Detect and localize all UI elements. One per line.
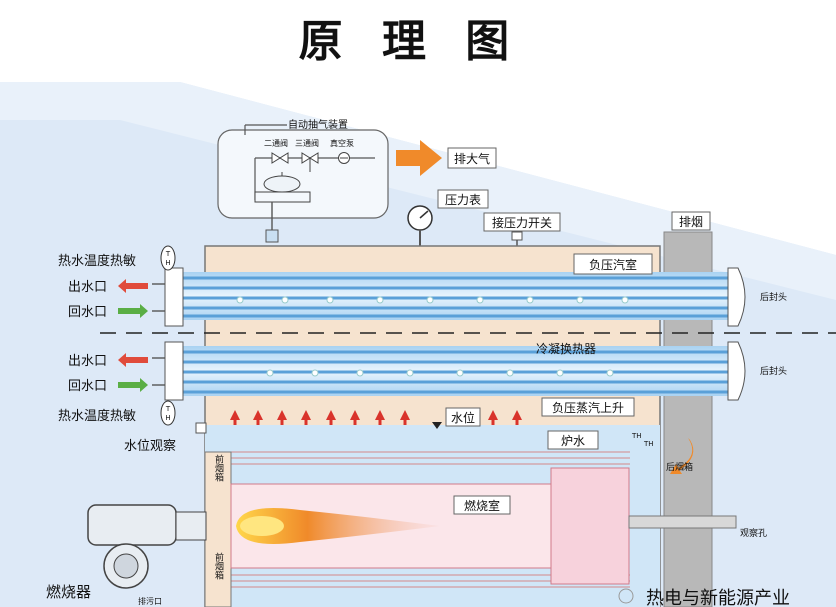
furnace-water-label: 炉水 [561, 434, 585, 448]
flame-icon [236, 508, 440, 544]
exhaust-air-box [447, 147, 497, 169]
two-way-valve-icon [271, 152, 289, 164]
rear-head-label-upper: 后封头 [760, 291, 787, 303]
hot-water-sensor-bottom-label: 热水温度热敏 [58, 408, 136, 424]
sensor-top-icon: T H [160, 245, 176, 271]
water-level-label: 水位 [451, 410, 475, 425]
outlet-2-label: 出水口 [68, 354, 107, 369]
return-1-label: 回水口 [68, 305, 107, 320]
rear-smokebox-label: 后烟箱 [666, 461, 693, 473]
tube-bundle-upper [175, 272, 735, 320]
furnace-water-box [547, 430, 599, 450]
th-small-label-1: TH [631, 432, 642, 440]
front-smokebox-bottom-label: 前烟箱 [213, 551, 224, 580]
observation-tube [628, 515, 737, 529]
svg-text:H: H [165, 259, 170, 267]
chimney-label-box [671, 211, 711, 231]
chimney-label: 排烟 [679, 215, 703, 229]
outlet-1-label: 出水口 [68, 280, 107, 295]
three-way-valve-icon [301, 152, 319, 172]
th-small-label-2: TH [643, 440, 654, 448]
return-1-arrow-icon [118, 304, 148, 318]
water-level-box [445, 407, 481, 427]
return-2-label: 回水口 [68, 379, 107, 394]
condensate-droplets [236, 296, 629, 377]
rear-head-lower [727, 341, 746, 401]
outlet-1-arrow-icon [118, 279, 148, 293]
water-level-marker-icon [432, 422, 442, 429]
rear-head-upper [727, 267, 746, 327]
pressure-switch-box [483, 212, 561, 232]
hot-water-sensor-top-label: 热水温度热敏 [58, 253, 136, 269]
three-way-valve-label: 三通阀 [295, 138, 319, 148]
exhaust-air-label: 排大气 [454, 151, 490, 166]
neg-pressure-chamber-label: 负压汽室 [589, 257, 637, 272]
watermark-text: 热电与新能源产业 [646, 588, 790, 607]
auto-exhaust-label: 自动抽气装置 [288, 118, 348, 131]
front-head-lower [164, 341, 184, 401]
burner-label: 燃烧器 [46, 583, 91, 601]
combustion-chamber-label: 燃烧室 [464, 498, 500, 513]
combustion-chamber-rear [550, 467, 630, 585]
pressure-gauge-box [437, 189, 489, 209]
burner-icon [87, 504, 207, 589]
watermark: 热电与新能源产业 [618, 588, 790, 607]
svg-text:H: H [165, 414, 170, 422]
pressure-gauge-icon [407, 205, 433, 248]
two-way-valve-label: 二通阀 [264, 138, 288, 148]
tube-bundle-lower [175, 346, 735, 396]
outlet-2-arrow-icon [118, 353, 148, 367]
port-stubs [152, 283, 165, 386]
flue-tubes-upper [210, 451, 630, 465]
rear-smokebox-arrow-icon [670, 438, 694, 474]
combustion-chamber-box [453, 495, 511, 515]
front-smokebox-top-label: 前烟箱 [213, 453, 224, 482]
observation-hole-label: 观察孔 [740, 527, 767, 539]
vacuum-pump-label: 真空泵 [330, 138, 354, 148]
steam-rise-label: 负压蒸汽上升 [552, 400, 624, 415]
steam-rise-arrows [230, 410, 522, 425]
drain-label: 排污口 [138, 596, 162, 606]
water-level-view-label: 水位观察 [124, 439, 176, 454]
separator-tank [263, 175, 301, 193]
neg-pressure-chamber-box [573, 253, 653, 275]
pressure-switch-label: 接压力开关 [492, 215, 552, 230]
return-2-arrow-icon [118, 378, 148, 392]
vacuum-pump-icon [338, 152, 350, 164]
svg-text:T: T [165, 250, 171, 258]
steam-rise-box [541, 397, 635, 417]
exhaust-arrow-icon [396, 140, 442, 176]
svg-text:T: T [165, 405, 171, 413]
page-title: 原 理 图 [299, 16, 522, 67]
pressure-gauge-label: 压力表 [445, 193, 481, 207]
rear-head-label-lower: 后封头 [760, 365, 787, 377]
front-head-upper [164, 267, 184, 327]
sensor-bottom-icon: T H [160, 400, 176, 426]
condenser-hx-label: 冷凝换热器 [536, 341, 596, 356]
